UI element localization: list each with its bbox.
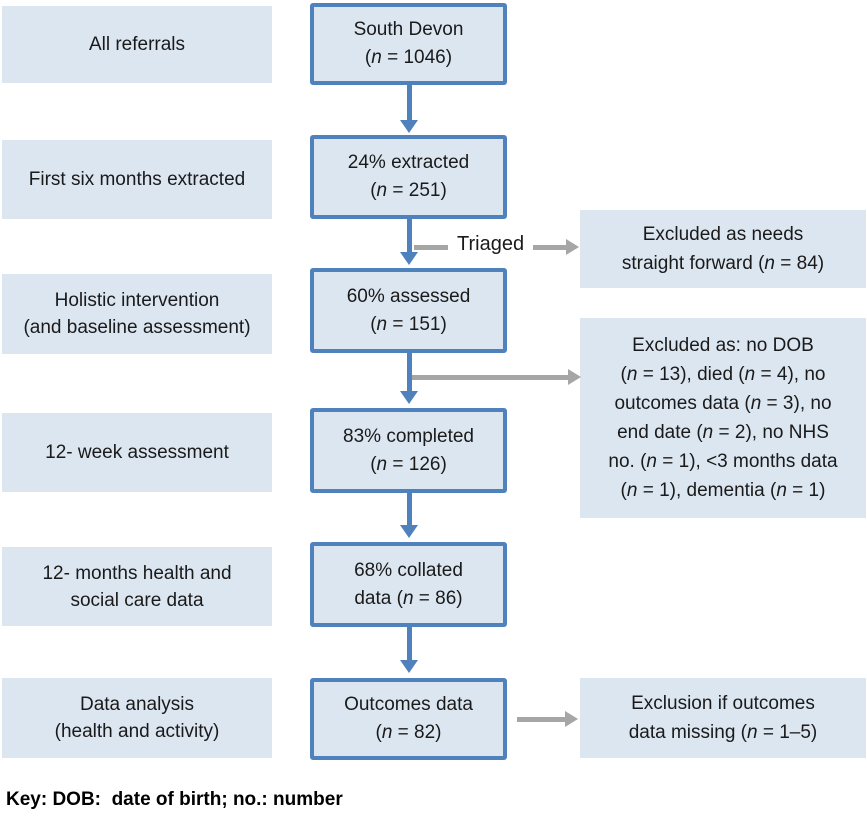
exclusion-box-text: data missing (n = 1–5) <box>628 722 818 743</box>
flow-box-text: data (n = 86) <box>354 587 463 609</box>
stage-label-text: Holistic intervention <box>54 290 220 311</box>
key-text: Key: DOB: date of birth; no.: number <box>6 789 343 810</box>
exclusion-box-text: straight forward (n = 84) <box>621 253 825 274</box>
flow-box-collated: 68% collated data (n = 86) <box>310 542 507 627</box>
flow-box-text: South Devon <box>353 19 464 40</box>
stage-label-text: First six months extracted <box>28 169 246 190</box>
stage-label-data-analysis: Data analysis (health and activity) <box>2 678 272 758</box>
flow-box-outcomes: Outcomes data (n = 82) <box>310 678 507 760</box>
flow-box-completed: 83% completed (n = 126) <box>310 408 507 493</box>
stage-label-text: 12- months health and <box>42 562 232 584</box>
branch-arrow-exclusions-head <box>568 369 581 385</box>
exclusion-box-text: Excluded as needs <box>642 224 804 245</box>
down-arrow-1 <box>407 85 412 121</box>
exclusion-box-triaged: Excluded as needs straight forward (n = … <box>580 210 866 288</box>
down-arrow-4 <box>407 493 412 526</box>
exclusion-box-text: end date (n = 2), no NHS <box>617 422 829 443</box>
stage-label-12-months-data: 12- months health and social care data <box>2 547 272 626</box>
down-arrow-3-head <box>400 391 418 404</box>
flow-box-text: Outcomes data <box>344 694 473 715</box>
flow-box-south-devon: South Devon (n = 1046) <box>310 3 507 85</box>
down-arrow-2 <box>407 219 412 253</box>
branch-arrow-outcomes-head <box>565 711 578 727</box>
exclusion-box-outcomes: Exclusion if outcomes data missing (n = … <box>580 678 866 758</box>
flow-box-text: (n = 1046) <box>364 47 453 68</box>
exclusion-box-assessment: Excluded as: no DOB (n = 13), died (n = … <box>580 318 866 518</box>
stage-label-text: All referrals <box>88 34 186 55</box>
stage-label-first-six-months: First six months extracted <box>2 140 272 219</box>
stage-label-text: (health and activity) <box>54 721 220 742</box>
flow-box-text: 24% extracted <box>347 152 470 173</box>
triaged-label: Triaged <box>448 233 534 256</box>
stage-label-12-week-assessment: 12- week assessment <box>2 413 272 492</box>
flow-box-text: 68% collated <box>354 559 463 581</box>
exclusion-box-text: no. (n = 1), <3 months data <box>608 451 838 472</box>
stage-label-text: social care data <box>70 589 204 611</box>
flow-box-text: (n = 151) <box>370 313 447 335</box>
flow-box-text: (n = 251) <box>370 180 447 201</box>
exclusion-box-text: Excluded as: no DOB <box>632 335 814 356</box>
down-arrow-3 <box>407 353 412 392</box>
down-arrow-5-head <box>400 660 418 673</box>
down-arrow-4-head <box>400 525 418 538</box>
stage-label-text: (and baseline assessment) <box>23 317 251 338</box>
down-arrow-2-head <box>400 252 418 265</box>
exclusion-box-text: (n = 13), died (n = 4), no <box>620 364 826 385</box>
flow-box-extracted: 24% extracted (n = 251) <box>310 135 507 219</box>
branch-arrow-outcomes <box>517 717 565 722</box>
flow-box-text: (n = 82) <box>375 722 442 743</box>
exclusion-box-text: (n = 1), dementia (n = 1) <box>620 480 826 501</box>
exclusion-box-text: Exclusion if outcomes <box>631 693 815 714</box>
branch-arrow-exclusions <box>412 375 568 380</box>
stage-label-holistic-intervention: Holistic intervention (and baseline asse… <box>2 274 272 354</box>
stage-label-all-referrals: All referrals <box>2 6 272 83</box>
down-arrow-5 <box>407 627 412 662</box>
flow-box-text: (n = 126) <box>370 453 447 475</box>
flow-box-text: 83% completed <box>343 425 474 447</box>
stage-label-text: Data analysis <box>79 694 195 715</box>
exclusion-box-text: outcomes data (n = 3), no <box>614 393 832 414</box>
stage-label-text: 12- week assessment <box>45 442 229 463</box>
flow-box-assessed: 60% assessed (n = 151) <box>310 268 507 353</box>
branch-arrow-triaged-head <box>566 239 579 255</box>
down-arrow-1-head <box>400 120 418 133</box>
flow-box-text: 60% assessed <box>346 285 471 307</box>
